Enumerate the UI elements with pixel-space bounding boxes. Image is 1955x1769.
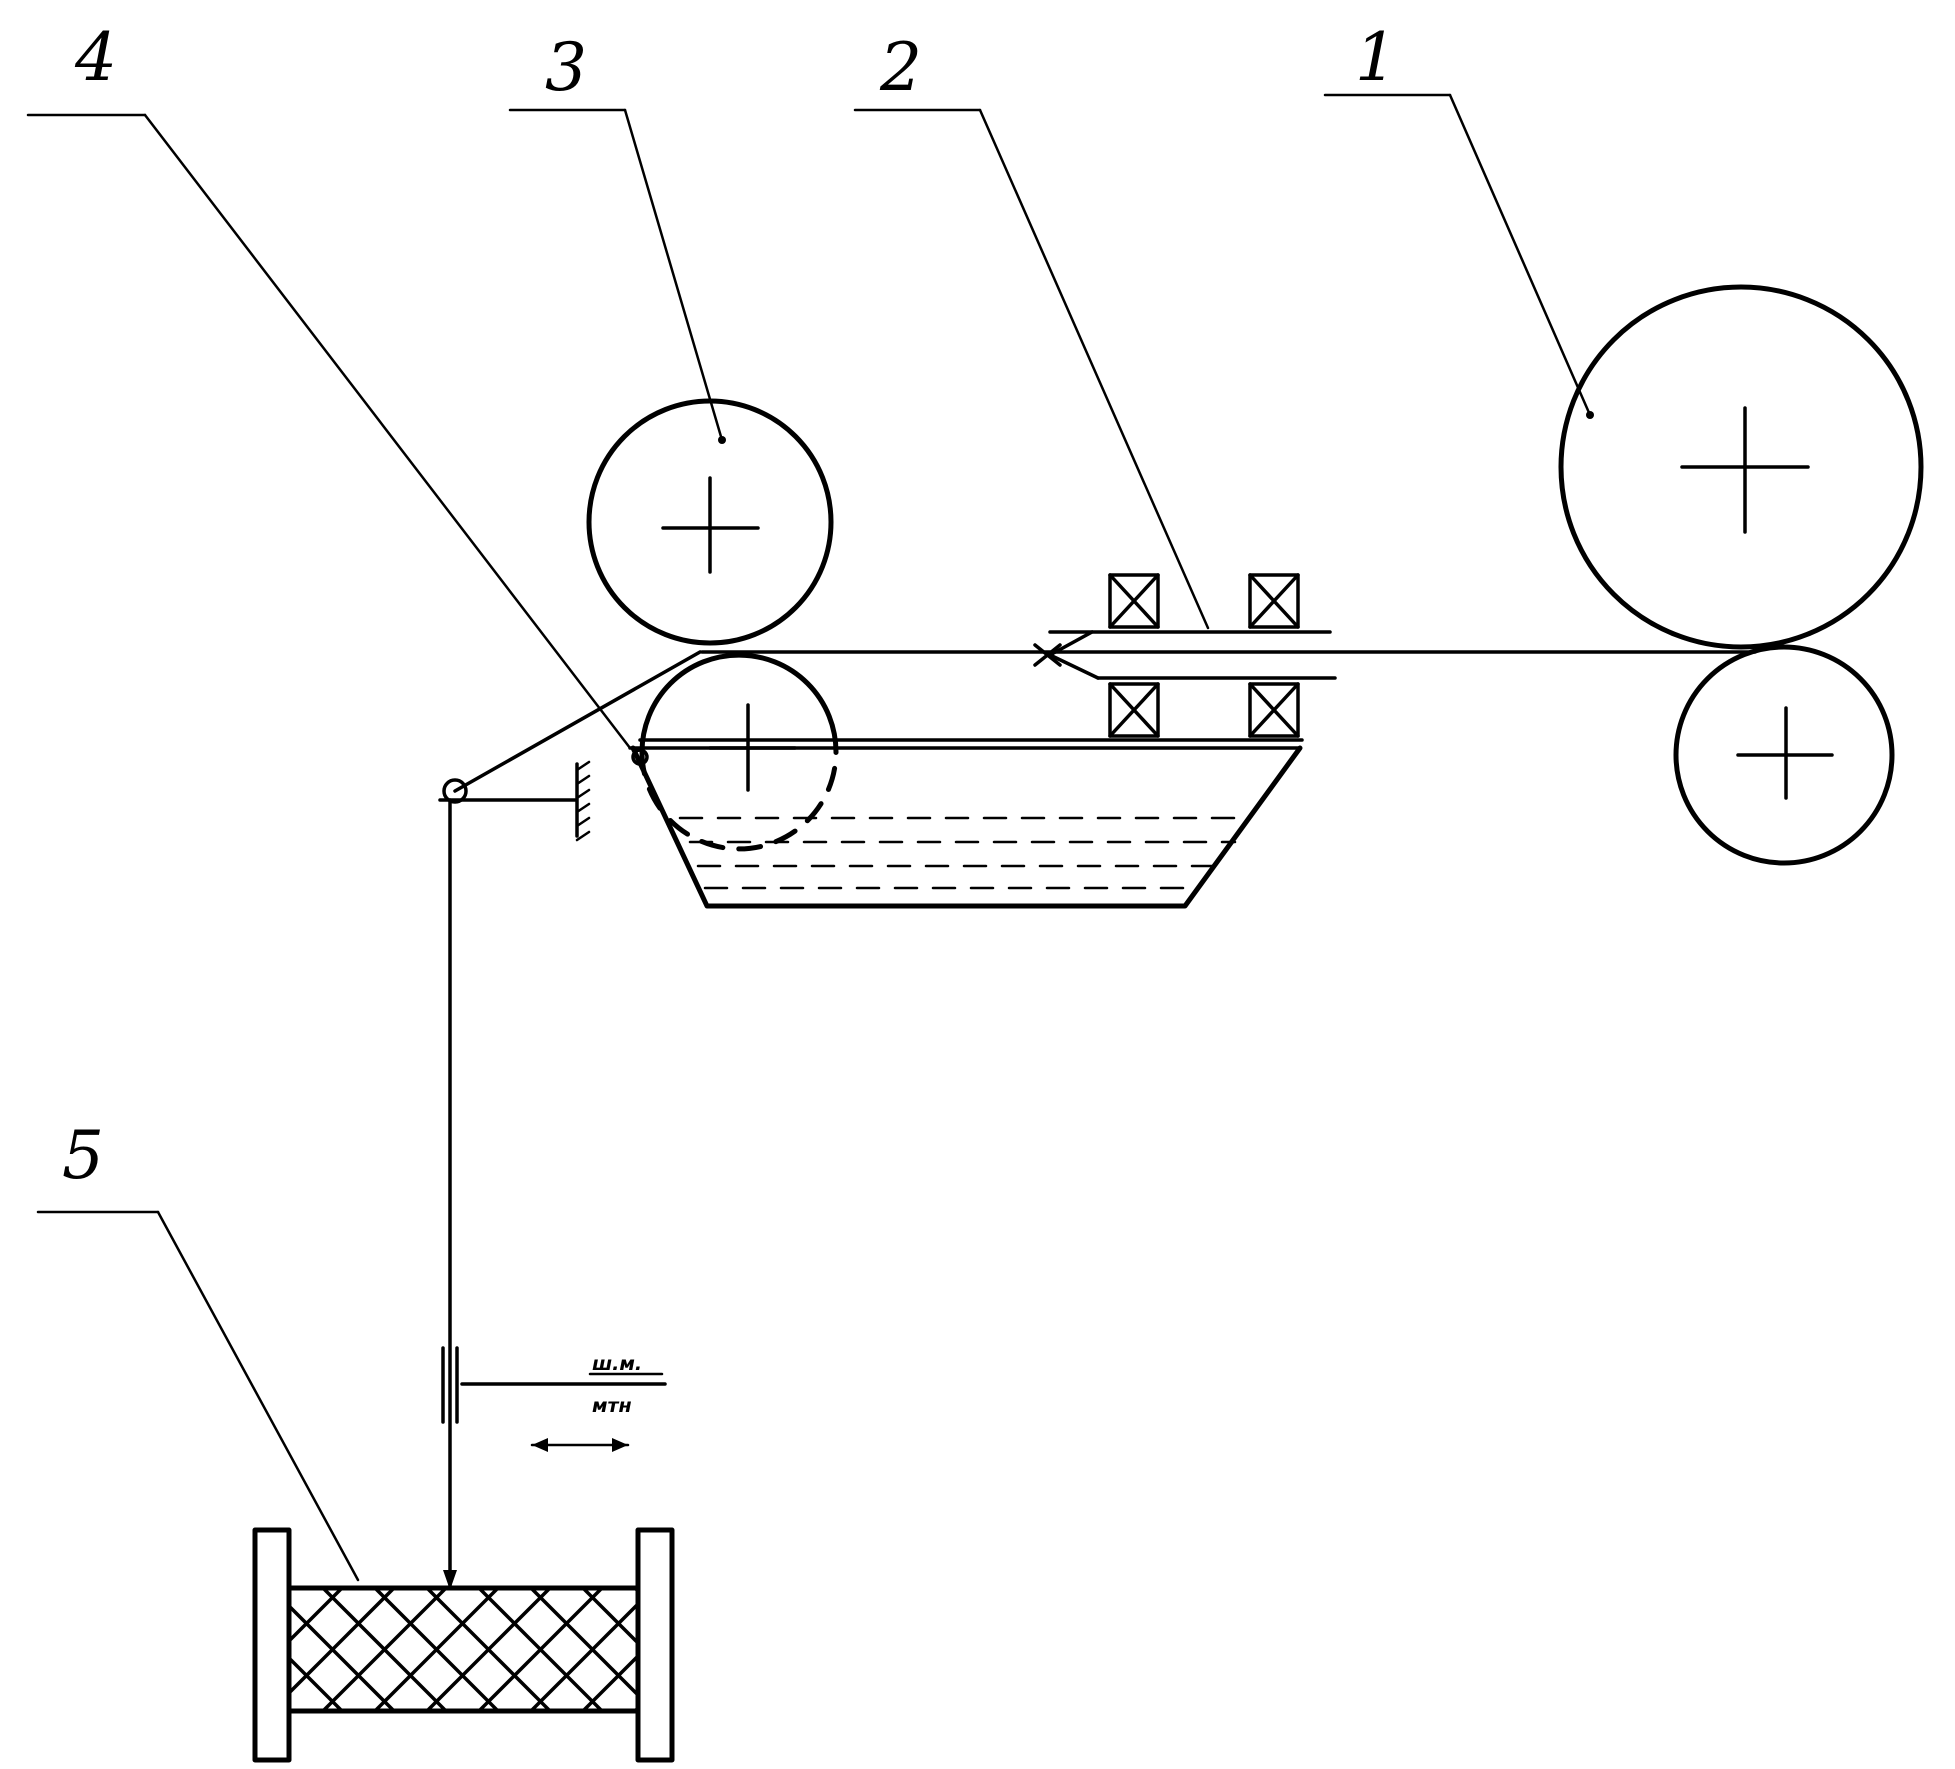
callout-2: 2 bbox=[879, 29, 922, 106]
annotation-upper: ш.м. bbox=[592, 1353, 642, 1375]
leader-4 bbox=[28, 115, 630, 748]
bearing-top-right bbox=[1250, 575, 1298, 627]
traverse-guide: ш.м. мтн bbox=[443, 1348, 665, 1452]
bath-4 bbox=[630, 740, 1302, 906]
bearing-bottom-right bbox=[1250, 684, 1298, 736]
leader-2 bbox=[855, 110, 1208, 628]
callout-5: 5 bbox=[62, 1117, 104, 1194]
callout-4: 4 bbox=[74, 19, 117, 96]
callout-3: 3 bbox=[545, 29, 587, 106]
bearing-bottom-left bbox=[1110, 684, 1158, 736]
leader-5 bbox=[38, 1212, 358, 1580]
leader-3 bbox=[510, 110, 726, 444]
splitter-device-2 bbox=[1035, 575, 1335, 736]
annotation-lower: мтн bbox=[592, 1395, 632, 1417]
callout-1: 1 bbox=[1355, 19, 1397, 96]
bobbin-winding-hatch bbox=[167, 1588, 862, 1711]
bearing-top-left bbox=[1110, 575, 1158, 627]
roll-pair-3 bbox=[589, 401, 836, 849]
bobbin-5 bbox=[167, 1530, 862, 1760]
leader-1 bbox=[1325, 95, 1594, 419]
roll-pair-1 bbox=[1561, 287, 1921, 863]
